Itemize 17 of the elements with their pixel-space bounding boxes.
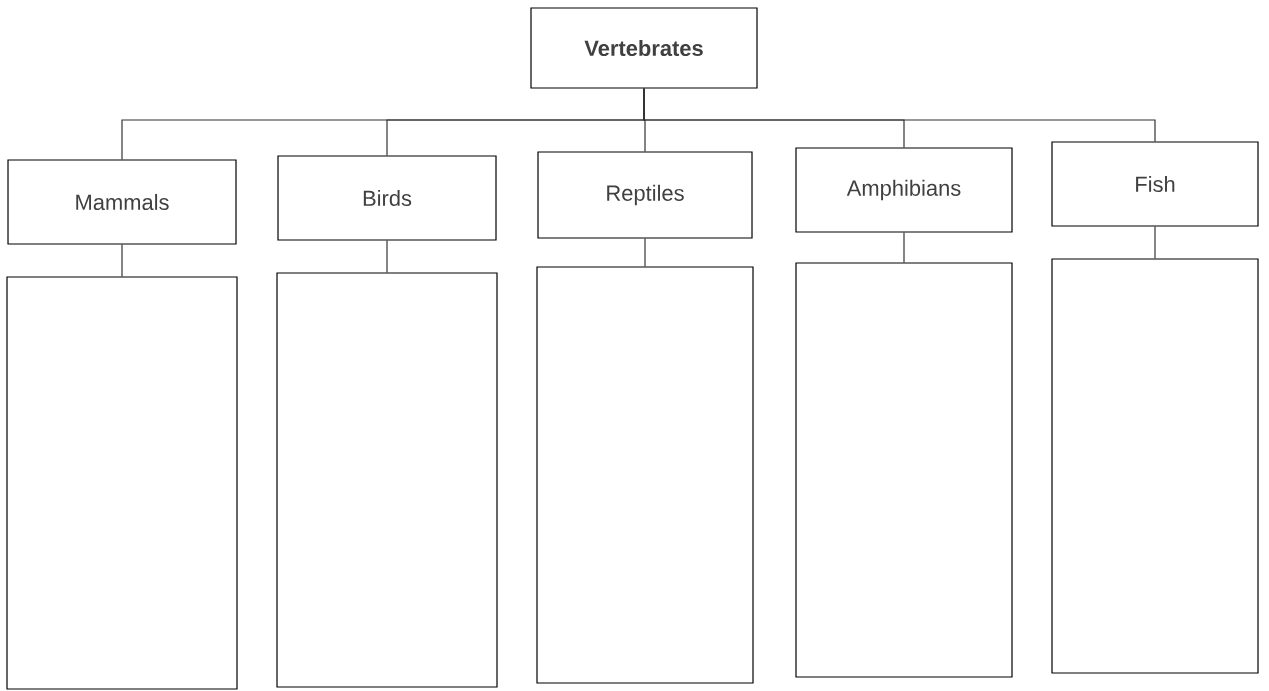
category-box: Amphibians: [795, 147, 1013, 233]
category-box: Birds: [277, 155, 497, 241]
empty-box: [1051, 258, 1259, 674]
connector-line: [644, 238, 646, 267]
connector-line: [643, 88, 1156, 142]
empty-box: [6, 276, 238, 690]
empty-box: [276, 272, 498, 688]
category-box: Mammals: [7, 159, 237, 245]
connector-line: [386, 240, 388, 273]
category-box: Fish: [1051, 141, 1259, 227]
connector-line: [121, 244, 123, 277]
connector-line: [903, 232, 905, 263]
empty-box: [536, 266, 754, 684]
connector-line: [1154, 226, 1156, 259]
empty-box: [795, 262, 1013, 678]
title-box: Vertebrates: [530, 7, 758, 89]
category-box: Reptiles: [537, 151, 753, 239]
